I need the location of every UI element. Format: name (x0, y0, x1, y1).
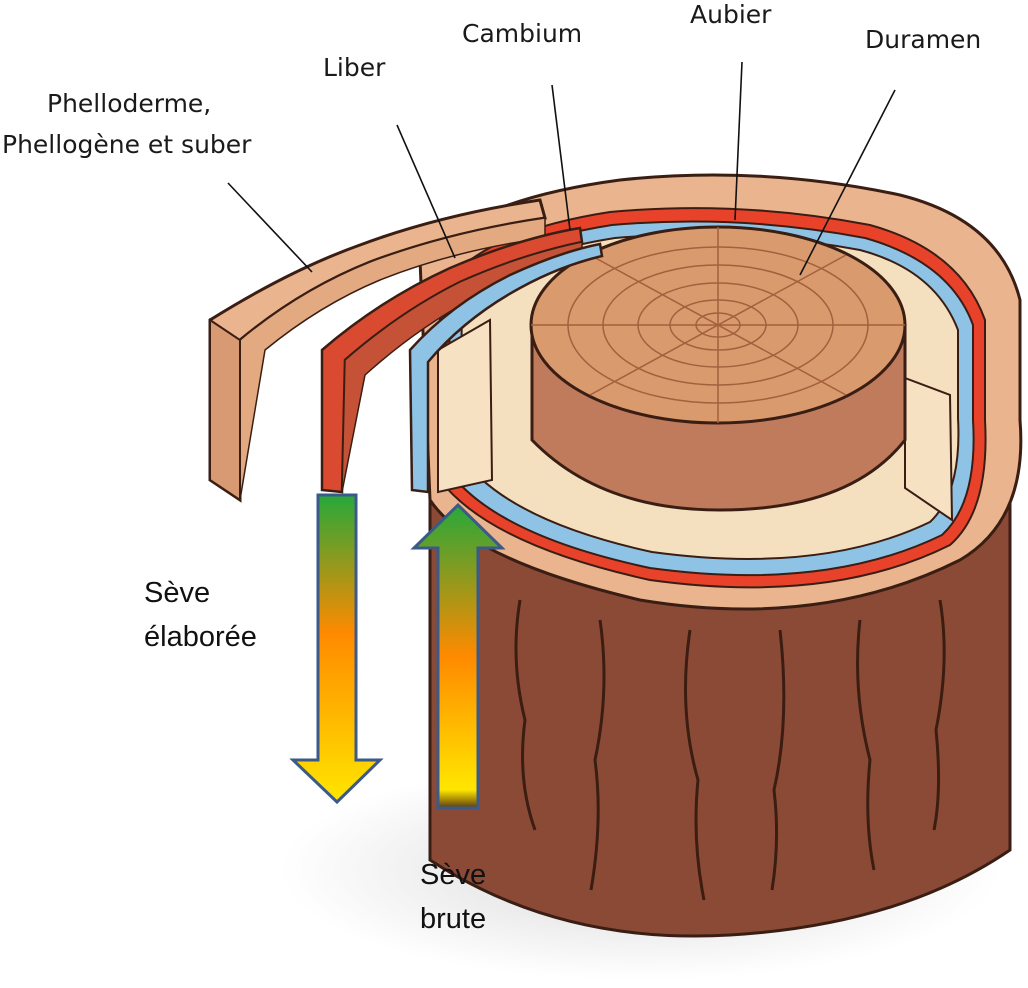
aubier-cut-face (437, 318, 494, 494)
leader-cambium (551, 84, 571, 231)
label-seve-brute-2: brute (420, 903, 486, 935)
label-seve-elaboree-2: élaborée (144, 621, 257, 653)
leader-liber (396, 124, 456, 259)
leader-duramen (799, 89, 896, 276)
growth-rings (531, 227, 905, 423)
aubier-cut-face-right (904, 376, 954, 522)
cambium-strip (408, 242, 604, 494)
seve-brute-arrow (410, 502, 506, 810)
label-seve-brute-1: Sève (420, 859, 486, 891)
label-seve-elaboree-1: Sève (144, 577, 210, 609)
leader-aubier (734, 61, 743, 221)
label-cambium: Cambium (462, 19, 582, 48)
seve-elaboree-arrow (289, 493, 384, 805)
label-phelloderme-1: Phelloderme, (47, 89, 211, 118)
label-duramen: Duramen (865, 25, 981, 54)
leader-phelloderme (227, 182, 313, 273)
label-aubier: Aubier (690, 0, 772, 29)
phelloderme-front-edge (209, 318, 241, 502)
label-liber: Liber (323, 53, 386, 82)
label-phelloderme-2: Phellogène et suber (2, 130, 252, 159)
